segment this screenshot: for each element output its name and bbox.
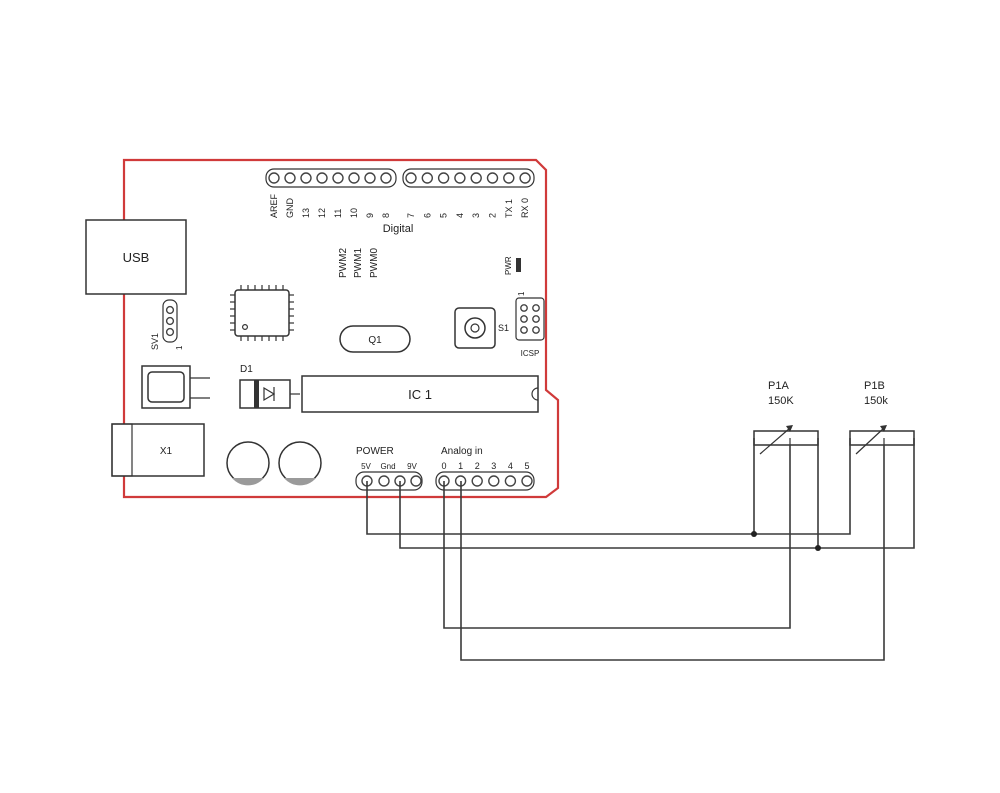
power-pin-9v-label: 9V [407,462,417,471]
wire-5v [366,438,851,535]
digital-pin [519,172,531,184]
pwm1-label: PWM1 [353,248,364,278]
digital-pin [348,172,360,184]
analog-pin-label: 0 [441,461,446,471]
digital-pin-label: 2 [488,213,498,218]
digital-pin [421,172,433,184]
digital-pin [437,172,450,184]
digital-pin-label: 11 [333,209,343,218]
digital-pin-label: GND [285,198,295,219]
ic1-label: IC 1 [408,387,432,402]
power-header-label: POWER [356,446,394,457]
power-pin [410,475,422,487]
pwm2-label: PWM2 [338,248,349,278]
potentiometer-p1a: P1A 150K [753,380,819,455]
digital-pin [316,172,328,184]
digital-label: Digital [383,223,414,235]
digital-pin-label: 9 [365,213,375,218]
digital-pin-label: 10 [349,208,359,218]
icsp-header: 1 ICSP [515,291,545,358]
digital-pin [268,172,280,184]
digital-pin [364,172,376,184]
usb-connector [85,219,187,295]
digital-pin [405,172,417,184]
junction-5v [751,531,757,537]
wiring [366,438,915,661]
digital-pin-label: 12 [317,208,327,218]
analog-pin [521,475,533,487]
potentiometer-p1b: P1B 150k [849,380,915,455]
crystal: Q1 [339,325,411,353]
digital-pin-label: TX 1 [504,199,514,218]
digital-pin-label: 4 [455,213,465,218]
digital-pin-label: 6 [422,213,432,218]
diode: D1 [239,364,300,409]
crystal-label: Q1 [368,335,382,346]
pwr-label: PWR [504,256,513,275]
power-pin-5v-label: 5V [361,462,371,471]
p1b-name: P1B [864,380,885,392]
digital-pin [380,172,392,184]
analog-pin-label: 3 [491,461,496,471]
ic1-chip: IC 1 [301,375,539,413]
digital-pin-label: RX 0 [520,198,530,218]
analog-pin [504,475,517,487]
digital-pin [332,172,344,184]
power-pin [378,475,390,487]
capacitor-right [278,441,322,486]
power-header: POWER 5V Gnd 9V [355,446,423,491]
regulator-header: SV1 1 [150,299,184,350]
mcu-chip [230,285,294,341]
regulator-label: SV1 [150,333,160,350]
power-jack: X1 [111,423,205,477]
digital-pin-label: AREF [269,193,279,218]
digital-pin-label: 7 [406,213,416,218]
digital-pin [284,172,296,184]
p1a-value: 150K [768,395,794,407]
pwm0-label: PWM0 [369,248,380,278]
digital-pin [486,172,499,184]
reset-label: S1 [498,323,509,333]
usb-label: USB [123,250,150,265]
analog-pin-label: 4 [508,461,513,471]
wire-gnd [399,438,915,549]
analog-pin [471,475,483,487]
icsp-label: ICSP [521,349,540,358]
capacitor-left [226,441,270,486]
digital-pin [503,172,515,184]
voltage-regulator [141,365,210,409]
analog-pin-label: 2 [475,461,480,471]
power-led: PWR [504,256,521,275]
icsp-pin1-label: 1 [517,291,526,296]
digital-pin-label: 8 [381,213,391,218]
analog-pin-label: 5 [524,461,529,471]
digital-pin-label: 5 [439,213,449,218]
analog-header-label: Analog in [441,446,483,457]
p1a-name: P1A [768,380,789,392]
p1b-value: 150k [864,395,888,407]
digital-pin-label: 13 [301,208,311,218]
diode-label: D1 [240,364,253,375]
regulator-pin1-label: 1 [175,345,184,350]
power-jack-label: X1 [160,446,173,457]
reset-button: S1 [454,307,509,349]
digital-pin-label: 3 [471,213,481,218]
junction-gnd [815,545,821,551]
analog-header: Analog in 0 1 2 3 4 5 [435,446,535,491]
wire-a0 [443,445,791,629]
digital-pin [300,172,312,184]
wire-a1 [460,445,885,661]
digital-pin [470,172,482,184]
analog-pin-label: 1 [458,461,463,471]
analog-pin [488,475,500,487]
digital-pin [454,172,466,184]
power-pin-gnd-label: Gnd [380,462,395,471]
